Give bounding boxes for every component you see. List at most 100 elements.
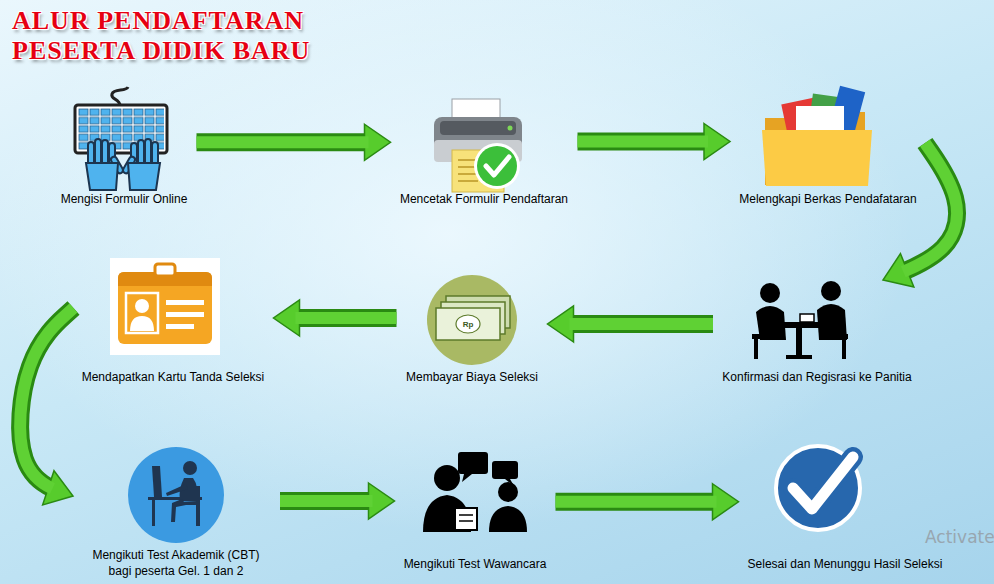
arrow-shaft xyxy=(274,309,397,327)
step-label: Mencetak Formulir Pendaftaran xyxy=(400,191,568,207)
process-step: Mendapatkan Kartu Tanda Seleksi xyxy=(76,258,271,385)
interview-icon xyxy=(462,474,472,482)
keyboard-icon xyxy=(86,163,118,190)
computer-test-icon xyxy=(183,461,197,475)
flow-arrow xyxy=(578,141,731,142)
meeting-icon xyxy=(754,339,758,359)
computer-test-icon xyxy=(196,486,200,526)
process-step xyxy=(404,455,547,556)
arrow-shaft xyxy=(556,496,739,508)
keyboard-icon xyxy=(75,87,167,190)
arrow-shaft xyxy=(197,136,391,148)
meeting-icon xyxy=(764,322,834,328)
flow-arrow xyxy=(274,318,397,319)
flow-arrow xyxy=(197,142,391,143)
printer-icon xyxy=(458,180,478,182)
check-icon xyxy=(793,457,853,509)
process-step xyxy=(748,440,943,556)
interview-icon xyxy=(455,508,477,530)
printer-icon xyxy=(440,121,516,135)
computer-test-icon xyxy=(128,447,224,543)
interview-icon xyxy=(459,514,473,516)
computer-test-icon xyxy=(152,500,155,526)
check-icon xyxy=(776,446,860,530)
currency-mark: Rp xyxy=(463,320,474,329)
process-step xyxy=(400,96,569,191)
arrow-shaft xyxy=(20,308,73,496)
step-label: Mengikuti Test Wawancara xyxy=(404,556,547,572)
meeting-icon xyxy=(821,281,841,301)
step-label: Mengikuti Test Akademik (CBT) bagi peser… xyxy=(81,547,271,579)
keyboard-icon xyxy=(128,163,160,190)
keyboard-icon xyxy=(112,87,128,106)
flow-arrow xyxy=(20,308,73,496)
interview-icon xyxy=(498,482,518,502)
check-icon xyxy=(793,457,853,509)
id-card-icon xyxy=(166,312,204,317)
meeting-icon xyxy=(786,355,812,359)
arrow-shaft xyxy=(280,492,395,510)
computer-test-icon xyxy=(128,447,224,543)
id-card-icon xyxy=(110,258,220,355)
money-icon xyxy=(456,315,480,333)
interview-icon xyxy=(489,506,527,532)
meeting-icon xyxy=(796,328,802,356)
process-step xyxy=(82,258,265,369)
id-card-icon xyxy=(110,258,220,355)
flow-arrow xyxy=(280,501,395,502)
process-step xyxy=(81,446,271,547)
interview-icon xyxy=(492,461,518,479)
arrow-shaft xyxy=(20,308,73,496)
arrow-shaft xyxy=(548,318,714,330)
arrow-shaft xyxy=(883,143,957,280)
meeting-icon xyxy=(752,281,848,359)
folder-icon xyxy=(762,86,872,186)
flow-arrow xyxy=(548,324,714,325)
arrow-shaft xyxy=(578,136,731,148)
id-card-icon xyxy=(126,293,158,333)
keyboard-icon xyxy=(86,139,160,190)
printer-icon xyxy=(508,126,513,131)
step-label: Selesai dan Menunggu Hasil Seleksi xyxy=(748,556,943,572)
arrow-shaft xyxy=(883,143,957,280)
arrow-shaft xyxy=(556,493,739,511)
arrow-shaft xyxy=(578,133,731,151)
interview-icon xyxy=(505,479,514,486)
money-icon xyxy=(436,308,500,340)
interview-icon xyxy=(458,452,488,474)
process-step: Mengikuti Test Wawancara xyxy=(398,455,553,572)
process-step: Mencetak Formulir Pendaftaran xyxy=(394,96,575,207)
step-label: Konfirmasi dan Regisrasi ke Panitia xyxy=(722,369,911,385)
printer-icon xyxy=(474,143,520,189)
process-step xyxy=(739,88,917,191)
id-card-icon xyxy=(135,299,149,313)
process-step xyxy=(406,276,539,369)
process-step: Mengikuti Test Akademik (CBT) bagi peser… xyxy=(75,446,277,579)
check-icon xyxy=(776,446,860,530)
diagram-title: ALUR PENDAFTARAN PESERTA DIDIK BARU xyxy=(12,6,352,66)
step-label: Mengisi Formulir Online xyxy=(61,191,188,207)
process-step: Melengkapi Berkas Pendafataran xyxy=(733,88,923,207)
watermark: Activate xyxy=(925,527,994,547)
meeting-icon xyxy=(800,314,814,322)
arrow-shaft xyxy=(197,133,391,151)
interview-icon xyxy=(434,465,460,491)
id-card-icon xyxy=(166,324,194,329)
arrow-shaft xyxy=(280,495,395,507)
flow-arrow xyxy=(883,143,957,280)
computer-test-icon xyxy=(148,461,202,526)
id-card-icon xyxy=(155,264,175,276)
interview-icon xyxy=(423,452,527,532)
arrow-shaft xyxy=(548,315,714,333)
process-step: Selesai dan Menunggu Hasil Seleksi xyxy=(742,440,949,572)
id-card-icon xyxy=(166,300,204,305)
printer-icon xyxy=(477,146,517,186)
id-card-icon xyxy=(118,272,212,344)
step-label: Mendapatkan Kartu Tanda Seleksi xyxy=(82,369,265,385)
flow-arrow xyxy=(556,501,739,502)
process-step xyxy=(722,282,912,369)
